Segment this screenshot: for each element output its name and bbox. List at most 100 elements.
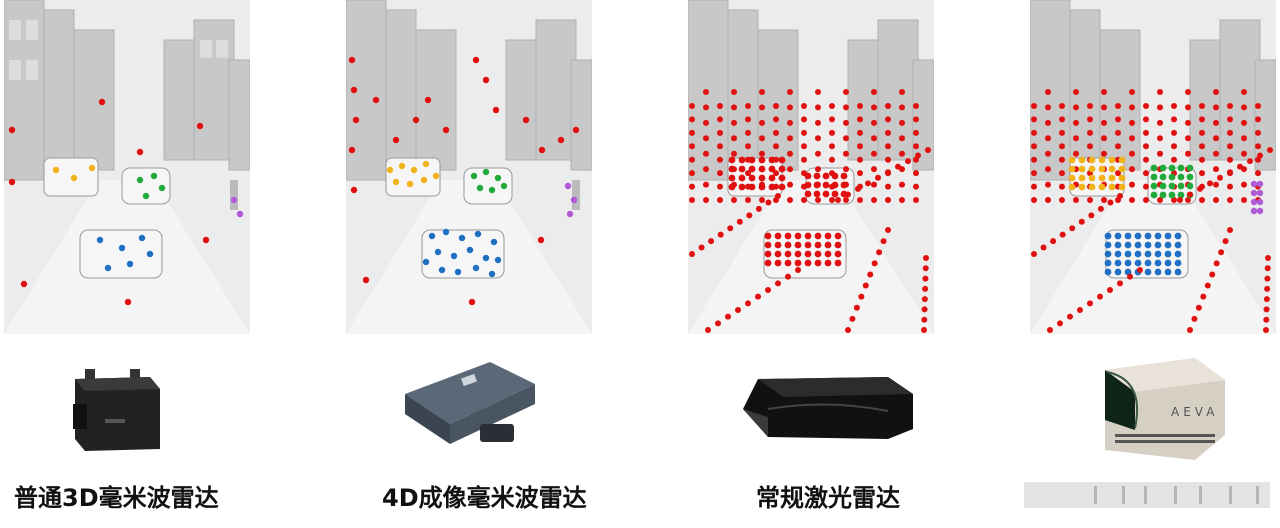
- point-cloud-dot: [773, 129, 779, 136]
- point-cloud-dot: [736, 218, 743, 225]
- point-cloud-dot: [1078, 183, 1086, 191]
- point-cloud-dot: [1031, 143, 1037, 150]
- point-cloud-dot: [1154, 268, 1162, 276]
- point-cloud-dot: [1241, 89, 1247, 95]
- point-cloud-dot: [765, 287, 771, 293]
- street-scene-lidar: [688, 0, 934, 334]
- point-cloud-dot: [829, 143, 835, 150]
- point-cloud-dot: [470, 172, 478, 180]
- point-cloud-dot: [1199, 170, 1205, 177]
- point-cloud-dot: [1157, 150, 1163, 157]
- point-cloud-dot: [824, 241, 832, 249]
- point-cloud-dot: [1114, 241, 1122, 249]
- point-cloud-dot: [1200, 293, 1207, 300]
- point-cloud-dot: [1209, 271, 1216, 278]
- point-cloud-dot: [875, 174, 881, 181]
- point-cloud-dot: [70, 174, 78, 182]
- point-cloud-dot: [1186, 164, 1194, 172]
- point-cloud-dot: [1150, 182, 1158, 190]
- aeva-4d-lidar-device-icon: AEVA: [1085, 350, 1235, 468]
- point-cloud-dot: [1218, 249, 1225, 256]
- point-cloud-dot: [921, 306, 928, 313]
- point-cloud-dot: [794, 232, 802, 240]
- point-cloud-dot: [1107, 199, 1114, 206]
- point-cloud-dot: [1264, 285, 1271, 292]
- point-cloud-dot: [843, 119, 849, 126]
- point-cloud-dot: [829, 116, 835, 123]
- point-cloud-dot: [834, 259, 842, 267]
- point-cloud-dot: [1059, 231, 1066, 238]
- point-cloud-dot: [1171, 197, 1177, 203]
- point-cloud-dot: [1168, 191, 1176, 199]
- point-cloud-dot: [372, 96, 380, 104]
- point-cloud-dot: [703, 181, 709, 188]
- point-cloud-dot: [1088, 174, 1096, 182]
- point-cloud-dot: [1108, 156, 1116, 164]
- point-cloud-dot: [422, 258, 430, 266]
- point-cloud-dot: [1171, 103, 1177, 109]
- point-cloud-dot: [1177, 182, 1185, 190]
- point-cloud-dot: [454, 268, 462, 276]
- point-cloud-dot: [1101, 104, 1107, 111]
- point-cloud-dot: [815, 166, 821, 173]
- point-cloud-dot: [96, 236, 104, 244]
- point-cloud-dot: [1134, 241, 1142, 249]
- point-cloud-dot: [1045, 104, 1051, 111]
- point-cloud-dot: [773, 170, 779, 177]
- point-cloud-dot: [834, 241, 842, 249]
- point-cloud-dot: [1114, 268, 1122, 276]
- point-cloud-dot: [773, 116, 779, 123]
- point-cloud-dot: [1104, 259, 1112, 267]
- point-cloud-dot: [1045, 119, 1051, 126]
- point-cloud-dot: [1031, 129, 1037, 136]
- point-cloud-dot: [348, 146, 356, 154]
- point-cloud-dot: [230, 196, 238, 204]
- point-cloud-dot: [717, 197, 723, 203]
- radar-3d-device-icon: [60, 350, 170, 468]
- point-cloud-dot: [922, 285, 929, 292]
- point-cloud-dot: [1059, 129, 1065, 136]
- point-cloud-dot: [1174, 232, 1182, 240]
- point-cloud-dot: [862, 282, 869, 289]
- point-cloud-dot: [1104, 232, 1112, 240]
- point-cloud-dot: [738, 156, 746, 164]
- point-cloud-dot: [921, 296, 928, 303]
- point-cloud-dot: [1157, 119, 1163, 126]
- point-cloud-dot: [1143, 183, 1149, 190]
- point-cloud-dot: [748, 174, 756, 182]
- point-cloud-dot: [422, 160, 430, 168]
- point-cloud-dot: [1088, 183, 1096, 191]
- point-cloud-dot: [410, 166, 418, 174]
- point-cloud-dot: [765, 199, 772, 206]
- point-cloud-dot: [1185, 104, 1191, 111]
- point-cloud-dot: [768, 156, 776, 164]
- street-scene-4d-lidar: [1030, 0, 1276, 334]
- point-cloud-dot: [1050, 238, 1057, 245]
- point-cloud-dot: [432, 172, 440, 180]
- point-cloud-dot: [1199, 116, 1205, 123]
- point-cloud-dot: [1157, 89, 1163, 95]
- point-cloud-dot: [1114, 250, 1122, 258]
- point-cloud-dot: [1227, 129, 1233, 136]
- point-cloud-dot: [1108, 174, 1116, 182]
- point-cloud-dot: [420, 176, 428, 184]
- point-cloud-dot: [745, 197, 751, 203]
- point-cloud-dot: [442, 126, 450, 134]
- point-cloud-dot: [1171, 156, 1177, 163]
- point-cloud-dot: [717, 156, 723, 163]
- point-cloud-dot: [1101, 197, 1107, 203]
- point-cloud-dot: [876, 249, 883, 256]
- point-cloud-dot: [899, 181, 905, 188]
- point-cloud-dot: [728, 183, 736, 191]
- point-cloud-dot: [1164, 268, 1172, 276]
- point-cloud-dot: [1129, 89, 1135, 95]
- point-cloud-dot: [1191, 315, 1198, 322]
- point-cloud-dot: [867, 271, 874, 278]
- point-cloud-dot: [1129, 150, 1135, 157]
- point-cloud-dot: [142, 192, 150, 200]
- point-cloud-dot: [815, 135, 821, 142]
- point-cloud-dot: [1137, 267, 1143, 273]
- point-cloud-dot: [458, 234, 466, 242]
- point-cloud-dot: [538, 146, 546, 154]
- point-cloud-dot: [136, 148, 144, 156]
